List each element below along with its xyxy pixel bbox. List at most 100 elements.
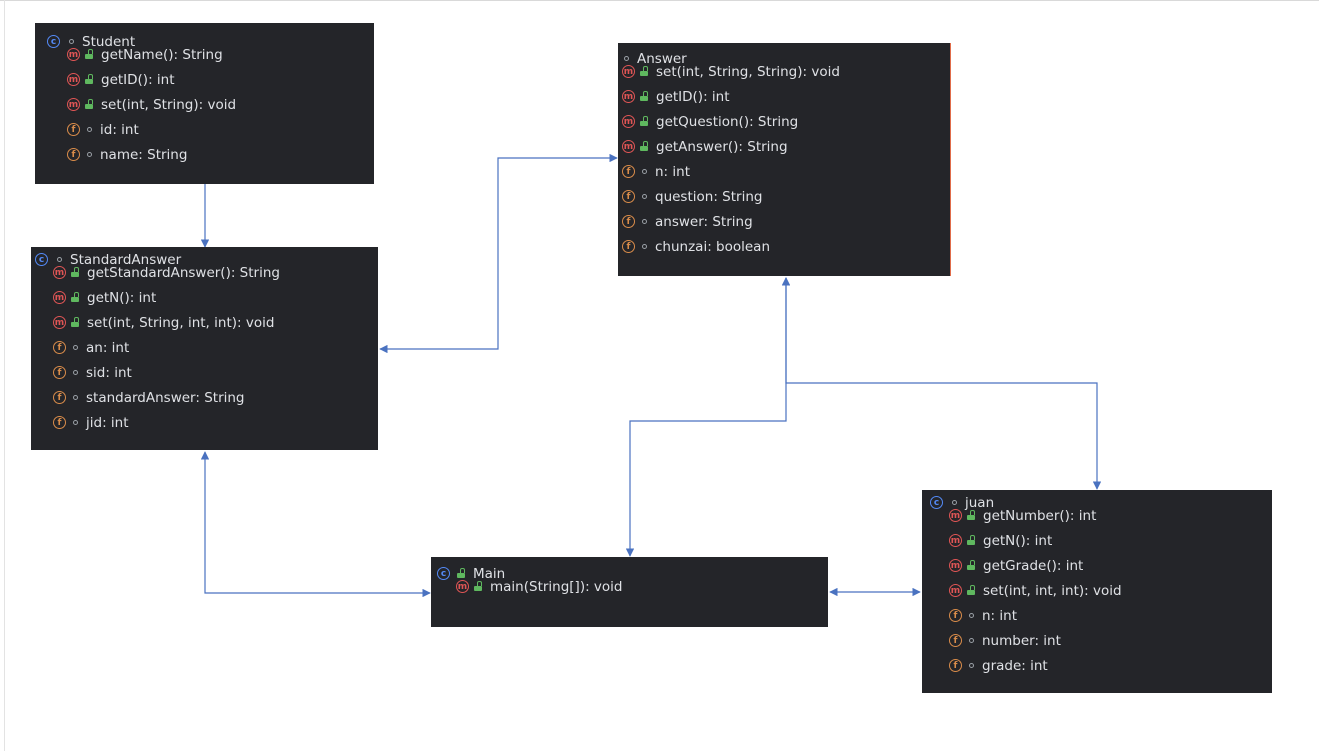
field-row[interactable]: f name: String xyxy=(35,142,374,167)
package-dot-icon xyxy=(624,56,629,61)
member-signature: chunzai: boolean xyxy=(655,238,771,255)
member-signature: getGrade(): int xyxy=(983,557,1084,574)
method-m-icon: m xyxy=(949,509,962,522)
field-f-icon: f xyxy=(67,148,80,161)
member-signature: number: int xyxy=(982,632,1061,649)
public-lock-icon xyxy=(457,568,465,578)
public-lock-icon xyxy=(71,267,79,277)
class-name: Main xyxy=(473,565,506,582)
connector-answer-juan[interactable] xyxy=(781,277,1102,490)
package-dot-icon xyxy=(57,257,62,262)
method-row[interactable]: m set(int, int, int): void xyxy=(922,578,1272,603)
public-lock-icon xyxy=(474,581,482,591)
field-f-icon: f xyxy=(622,190,635,203)
public-lock-icon xyxy=(85,99,93,109)
class-c-icon: c xyxy=(47,35,60,48)
field-f-icon: f xyxy=(53,416,66,429)
member-signature: question: String xyxy=(655,188,763,205)
package-dot-icon xyxy=(642,244,647,249)
package-dot-icon xyxy=(87,127,92,132)
method-m-icon: m xyxy=(67,73,80,86)
public-lock-icon xyxy=(967,510,975,520)
method-m-icon: m xyxy=(53,291,66,304)
method-row[interactable]: m getNumber(): int xyxy=(922,503,1272,528)
member-signature: set(int, String, String): void xyxy=(656,63,840,80)
member-signature: set(int, int, int): void xyxy=(983,582,1122,599)
package-dot-icon xyxy=(87,152,92,157)
package-dot-icon xyxy=(73,420,78,425)
method-m-icon: m xyxy=(949,584,962,597)
field-row[interactable]: f chunzai: boolean xyxy=(618,234,950,259)
public-lock-icon xyxy=(967,560,975,570)
member-signature: getID(): int xyxy=(101,71,175,88)
public-lock-icon xyxy=(640,116,648,126)
member-signature: getNumber(): int xyxy=(983,507,1097,524)
connector-main-answer[interactable] xyxy=(625,277,791,557)
method-row[interactable]: m set(int, String, String): void xyxy=(618,59,950,84)
field-f-icon: f xyxy=(949,609,962,622)
method-m-icon: m xyxy=(456,580,469,593)
method-m-icon: m xyxy=(53,316,66,329)
method-m-icon: m xyxy=(622,140,635,153)
public-lock-icon xyxy=(85,49,93,59)
class-header-answer[interactable]: Answer xyxy=(618,46,950,71)
package-dot-icon xyxy=(642,194,647,199)
member-signature: getName(): String xyxy=(101,46,223,63)
method-row[interactable]: m getN(): int xyxy=(31,285,378,310)
member-signature: set(int, String, int, int): void xyxy=(87,314,275,331)
class-name: juan xyxy=(965,494,995,511)
member-signature: standardAnswer: String xyxy=(86,389,245,406)
public-lock-icon xyxy=(640,91,648,101)
member-signature: getN(): int xyxy=(983,532,1053,549)
connector-main-standardanswer[interactable] xyxy=(200,451,431,598)
field-f-icon: f xyxy=(949,659,962,672)
package-dot-icon xyxy=(73,370,78,375)
member-signature: name: String xyxy=(100,146,188,163)
member-signature: getN(): int xyxy=(87,289,157,306)
member-signature: id: int xyxy=(100,121,139,138)
field-row[interactable]: f question: String xyxy=(618,184,950,209)
method-row[interactable]: m main(String[]): void xyxy=(431,574,828,599)
package-dot-icon xyxy=(73,345,78,350)
package-dot-icon xyxy=(969,613,974,618)
method-m-icon: m xyxy=(622,65,635,78)
method-m-icon: m xyxy=(949,559,962,572)
public-lock-icon xyxy=(640,66,648,76)
method-row[interactable]: m set(int, String, int, int): void xyxy=(31,310,378,335)
member-signature: main(String[]): void xyxy=(490,578,623,595)
method-row[interactable]: m getID(): int xyxy=(35,67,374,92)
method-m-icon: m xyxy=(53,266,66,279)
field-f-icon: f xyxy=(622,240,635,253)
canvas-top-border xyxy=(0,0,1319,1)
method-row[interactable]: m getAnswer(): String xyxy=(618,134,950,159)
connector-standardanswer-answer[interactable] xyxy=(379,153,618,354)
member-signature: getAnswer(): String xyxy=(656,138,788,155)
method-row[interactable]: m getGrade(): int xyxy=(922,553,1272,578)
member-signature: getQuestion(): String xyxy=(656,113,799,130)
